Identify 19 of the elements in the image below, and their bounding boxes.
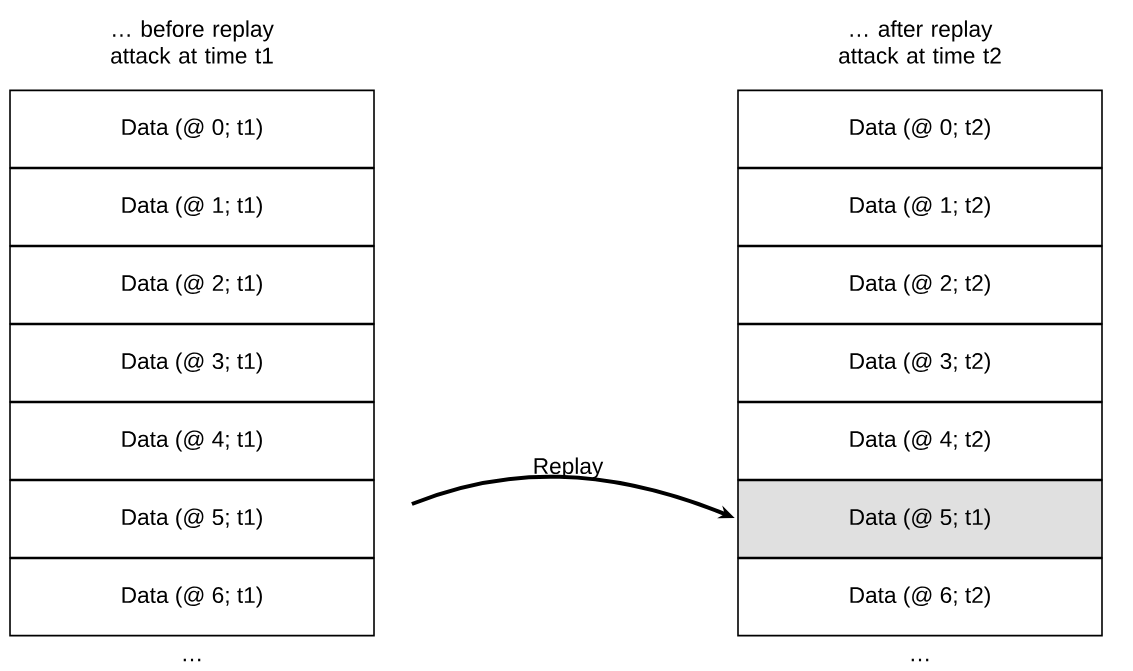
data-cell: Data (@ 1; t1) (9, 167, 375, 247)
column-heading: … before replay attack at time t1 (111, 20, 274, 64)
ellipsis: … (183, 658, 201, 662)
data-cell: Data (@ 2; t1) (9, 245, 375, 325)
data-cell: Data (@ 3; t1) (9, 323, 375, 403)
data-cell: Data (@ 1; t2) (737, 167, 1103, 247)
data-cell: Data (@ 5; t1) (9, 479, 375, 559)
ellipsis: … (911, 658, 929, 662)
column-heading: … after replay attack at time t2 (839, 20, 1001, 64)
data-cell: Data (@ 6; t1) (9, 557, 375, 637)
data-cell: Data (@ 6; t2) (737, 557, 1103, 637)
data-cell: Data (@ 0; t1) (9, 89, 375, 169)
data-cell: Data (@ 3; t2) (737, 323, 1103, 403)
data-cell: Data (@ 4; t2) (737, 401, 1103, 481)
edge-label: Replay (534, 457, 604, 479)
data-cell: Data (@ 0; t2) (737, 89, 1103, 169)
data-cell: Data (@ 2; t2) (737, 245, 1103, 325)
data-cell: Data (@ 4; t1) (9, 401, 375, 481)
data-cell: Data (@ 5; t1) (737, 479, 1103, 559)
